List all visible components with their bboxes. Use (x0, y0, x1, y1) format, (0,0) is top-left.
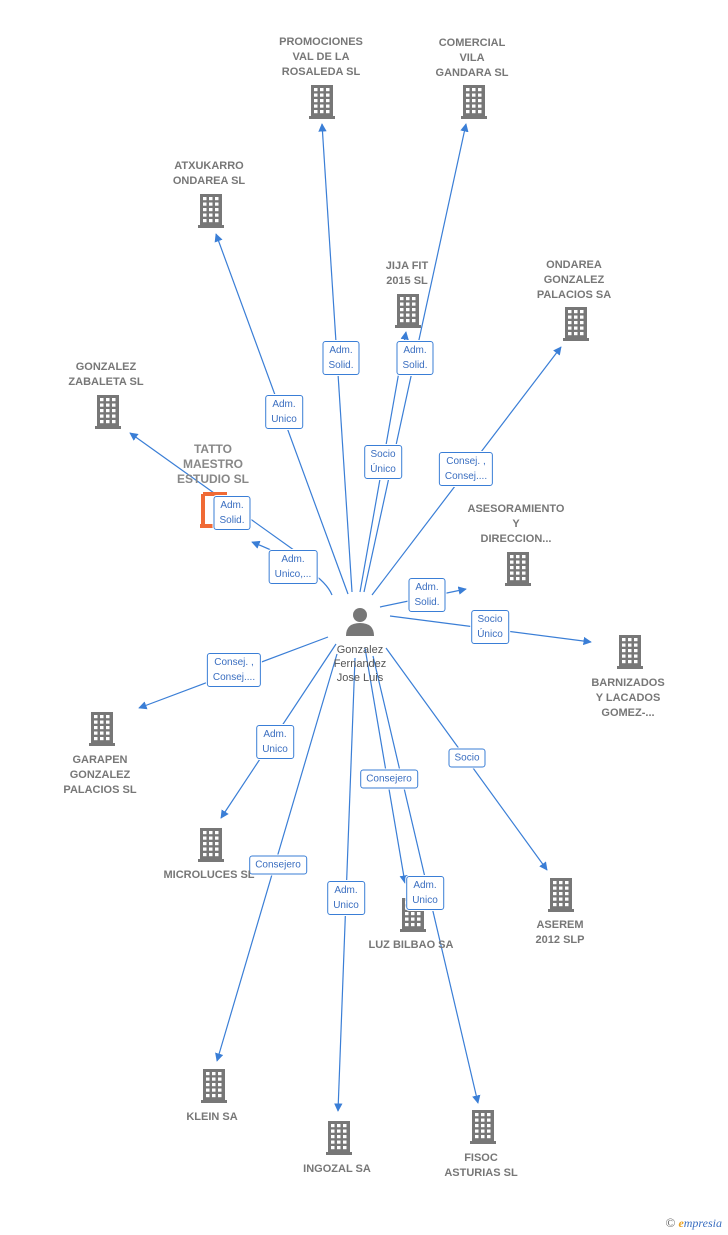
building-icon[interactable] (548, 878, 574, 912)
building-icon[interactable] (617, 635, 643, 669)
edge-label-microluces[interactable]: Adm. Unico (256, 725, 294, 759)
brand-logo: empresia (678, 1215, 722, 1230)
edge-label-garapen[interactable]: Consej. , Consej.... (206, 653, 262, 687)
copyright-symbol: © (665, 1215, 676, 1230)
edge-label-ondarea[interactable]: Consej. , Consej.... (438, 452, 494, 486)
footer-brand[interactable]: © empresia (666, 1215, 722, 1231)
company-label-comercial[interactable]: COMERCIAL VILA GANDARA SL (435, 37, 509, 79)
building-icon[interactable] (395, 294, 421, 328)
edge-label-aserem[interactable]: Socio (448, 748, 486, 768)
company-label-aserem[interactable]: ASEREM 2012 SLP (535, 919, 585, 946)
company-label-ingozal[interactable]: INGOZAL SA (303, 1163, 371, 1175)
building-icon[interactable] (198, 828, 224, 862)
company-label-gonzalez_zabaleta[interactable]: GONZALEZ ZABALETA SL (68, 361, 144, 388)
edge-label-fisoc[interactable]: Adm. Unico (406, 876, 444, 910)
edge-label-asesoramiento[interactable]: Adm. Solid. (408, 578, 446, 612)
building-icon[interactable] (198, 194, 224, 228)
company-label-jija[interactable]: JIJA FIT 2015 SL (385, 260, 429, 287)
edge-label-luz_bilbao[interactable]: Consejero (360, 769, 418, 789)
building-icon[interactable] (309, 85, 335, 119)
edge-label-comercial[interactable]: Adm. Solid. (396, 341, 434, 375)
edge-label-atxukarro[interactable]: Adm. Unico (265, 395, 303, 429)
edge-label-ingozal[interactable]: Adm. Unico (327, 881, 365, 915)
building-icon[interactable] (563, 307, 589, 341)
edge-label-tatto[interactable]: Adm. Unico,... (268, 550, 318, 584)
edge-label-klein[interactable]: Consejero (249, 855, 307, 875)
building-icon[interactable] (95, 395, 121, 429)
company-label-luz_bilbao[interactable]: LUZ BILBAO SA (368, 939, 454, 951)
company-label-barnizados[interactable]: BARNIZADOS Y LACADOS GOMEZ-... (591, 677, 665, 719)
person-icon[interactable] (346, 608, 374, 636)
edge-label-barnizados[interactable]: Socio Único (471, 610, 509, 644)
building-icon[interactable] (461, 85, 487, 119)
company-label-fisoc[interactable]: FISOC ASTURIAS SL (444, 1152, 518, 1179)
company-label-tatto[interactable]: TATTO MAESTRO ESTUDIO SL (176, 442, 250, 486)
company-label-asesoramiento[interactable]: ASESORAMIENTO Y DIRECCION... (467, 503, 565, 545)
company-label-klein[interactable]: KLEIN SA (186, 1111, 238, 1123)
company-label-promociones[interactable]: PROMOCIONES VAL DE LA ROSALEDA SL (279, 36, 363, 78)
company-label-ondarea[interactable]: ONDAREA GONZALEZ PALACIOS SA (536, 259, 612, 301)
building-icon[interactable] (326, 1121, 352, 1155)
building-icon[interactable] (505, 552, 531, 586)
edge-label-promociones[interactable]: Adm. Solid. (322, 341, 360, 375)
edge-label-gonzalez_zabaleta[interactable]: Adm. Solid. (213, 496, 251, 530)
edge-luz_bilbao (364, 647, 408, 884)
building-icon[interactable] (89, 712, 115, 746)
company-label-garapen[interactable]: GARAPEN GONZALEZ PALACIOS SL (63, 754, 137, 796)
company-label-microluces[interactable]: MICROLUCES SL (163, 869, 255, 881)
edge-label-jija[interactable]: Socio Único (364, 445, 402, 479)
person-name-label[interactable]: Gonzalez Fernandez Jose Luis (333, 644, 387, 684)
building-icon[interactable] (470, 1110, 496, 1144)
building-icon[interactable] (201, 1069, 227, 1103)
company-label-atxukarro[interactable]: ATXUKARRO ONDAREA SL (172, 160, 246, 187)
